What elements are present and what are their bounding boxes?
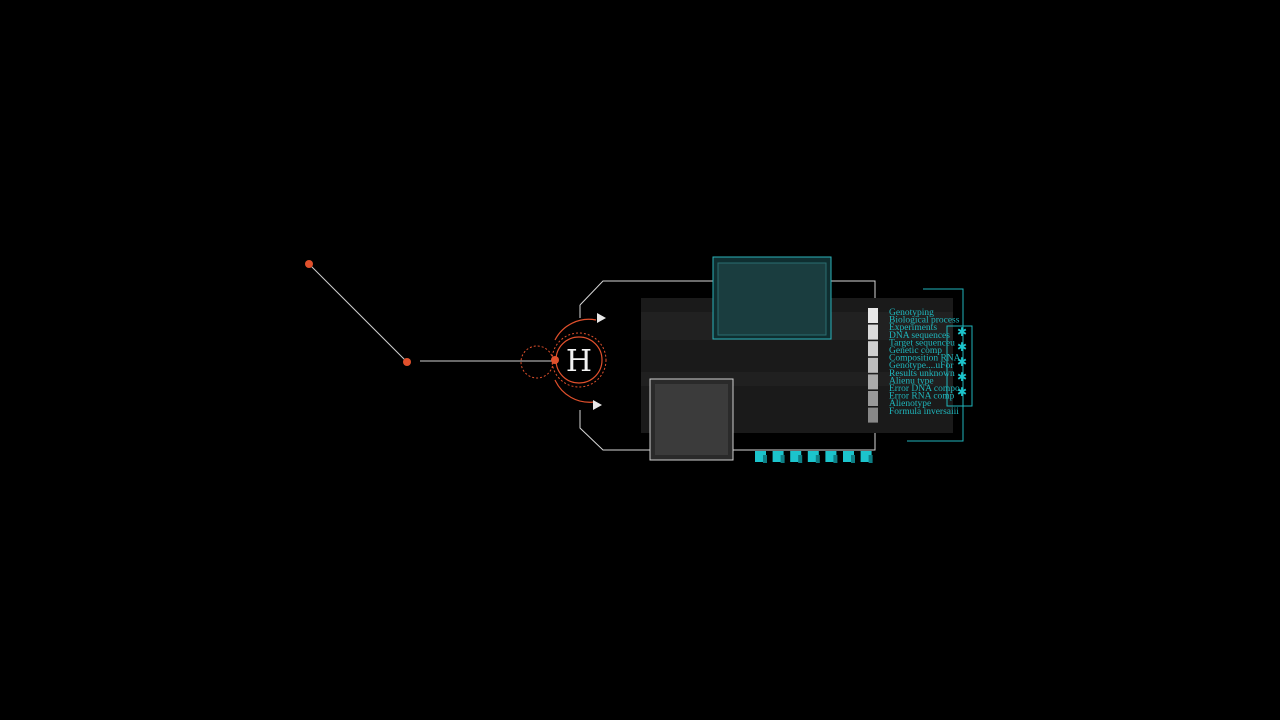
filled-square-icon [843,451,854,462]
list-item[interactable]: Error DNA compo [889,384,960,394]
bar-segment [868,357,878,373]
hub-dashed-ring-outer [551,332,607,388]
outer-bracket [907,288,964,442]
node-start-dot [305,260,313,268]
segment-bar [868,308,878,423]
hub[interactable]: H [520,313,607,410]
node-middle-dot [403,358,411,366]
list-item[interactable]: DNA sequences [889,331,950,341]
list-item[interactable]: Biological process [889,316,960,326]
connector-diagonal-line [308,263,408,363]
snowflake-star-icon: ✱ [957,370,967,384]
triangle-arrow-icon [593,400,602,410]
list-item[interactable]: Composition RNA [889,354,961,364]
list-item[interactable]: Genotype....uFor [889,361,954,371]
snowflake-star-icon: ✱ [957,385,967,399]
filled-square-icon [825,451,837,462]
list-item[interactable]: Error RNA comp [889,392,955,402]
snowflake-star-icon: ✱ [957,355,967,369]
teal-window-inner [717,262,827,336]
hub-arc-bottom [554,379,595,403]
square-row [755,451,873,463]
connector [305,260,559,366]
list-item[interactable]: Alienotype [889,399,931,409]
hub-dashed-ring-small [520,345,554,379]
bar-segment [868,374,878,390]
square-shadow [868,455,873,463]
bar-segment [868,407,878,423]
main-frame [579,256,953,461]
square-shadow [851,455,855,463]
hub-arc-top [554,318,597,341]
hub-ring-inner [555,336,603,384]
list-item[interactable]: Formula inversaiii [889,407,959,417]
square-shadow [780,455,785,463]
star-column: ✱✱✱✱✱ [957,325,967,399]
filled-square-icon [860,451,872,462]
hub-letter: H [566,344,592,379]
list-item[interactable]: Alienu type [889,376,934,386]
filled-square-icon [772,451,784,462]
bar-segment [868,324,878,340]
right-brackets [907,288,973,442]
filled-square-icon [755,451,766,462]
filled-square-icon [807,451,819,462]
star-box [946,325,973,407]
frame-outline [579,280,876,451]
snowflake-star-icon: ✱ [957,340,967,354]
bar-segment [868,308,878,323]
square-shadow [815,455,820,463]
list-item[interactable]: Results unknown [889,369,955,379]
square-shadow [833,455,838,463]
list-item[interactable]: Genetic comp [889,346,942,356]
bar-segment [868,391,878,406]
list-item[interactable]: Experiments [889,323,937,333]
square-shadow [763,455,767,463]
filled-square-icon [790,451,802,462]
triangle-arrow-icon [597,313,606,323]
snowflake-star-icon: ✱ [957,325,967,339]
bar-segment [868,341,878,357]
list-item[interactable]: Target sequenceu [889,338,955,348]
grey-window-inner [655,384,728,455]
list-item[interactable]: Genotyping [889,308,934,318]
square-shadow [798,455,803,463]
